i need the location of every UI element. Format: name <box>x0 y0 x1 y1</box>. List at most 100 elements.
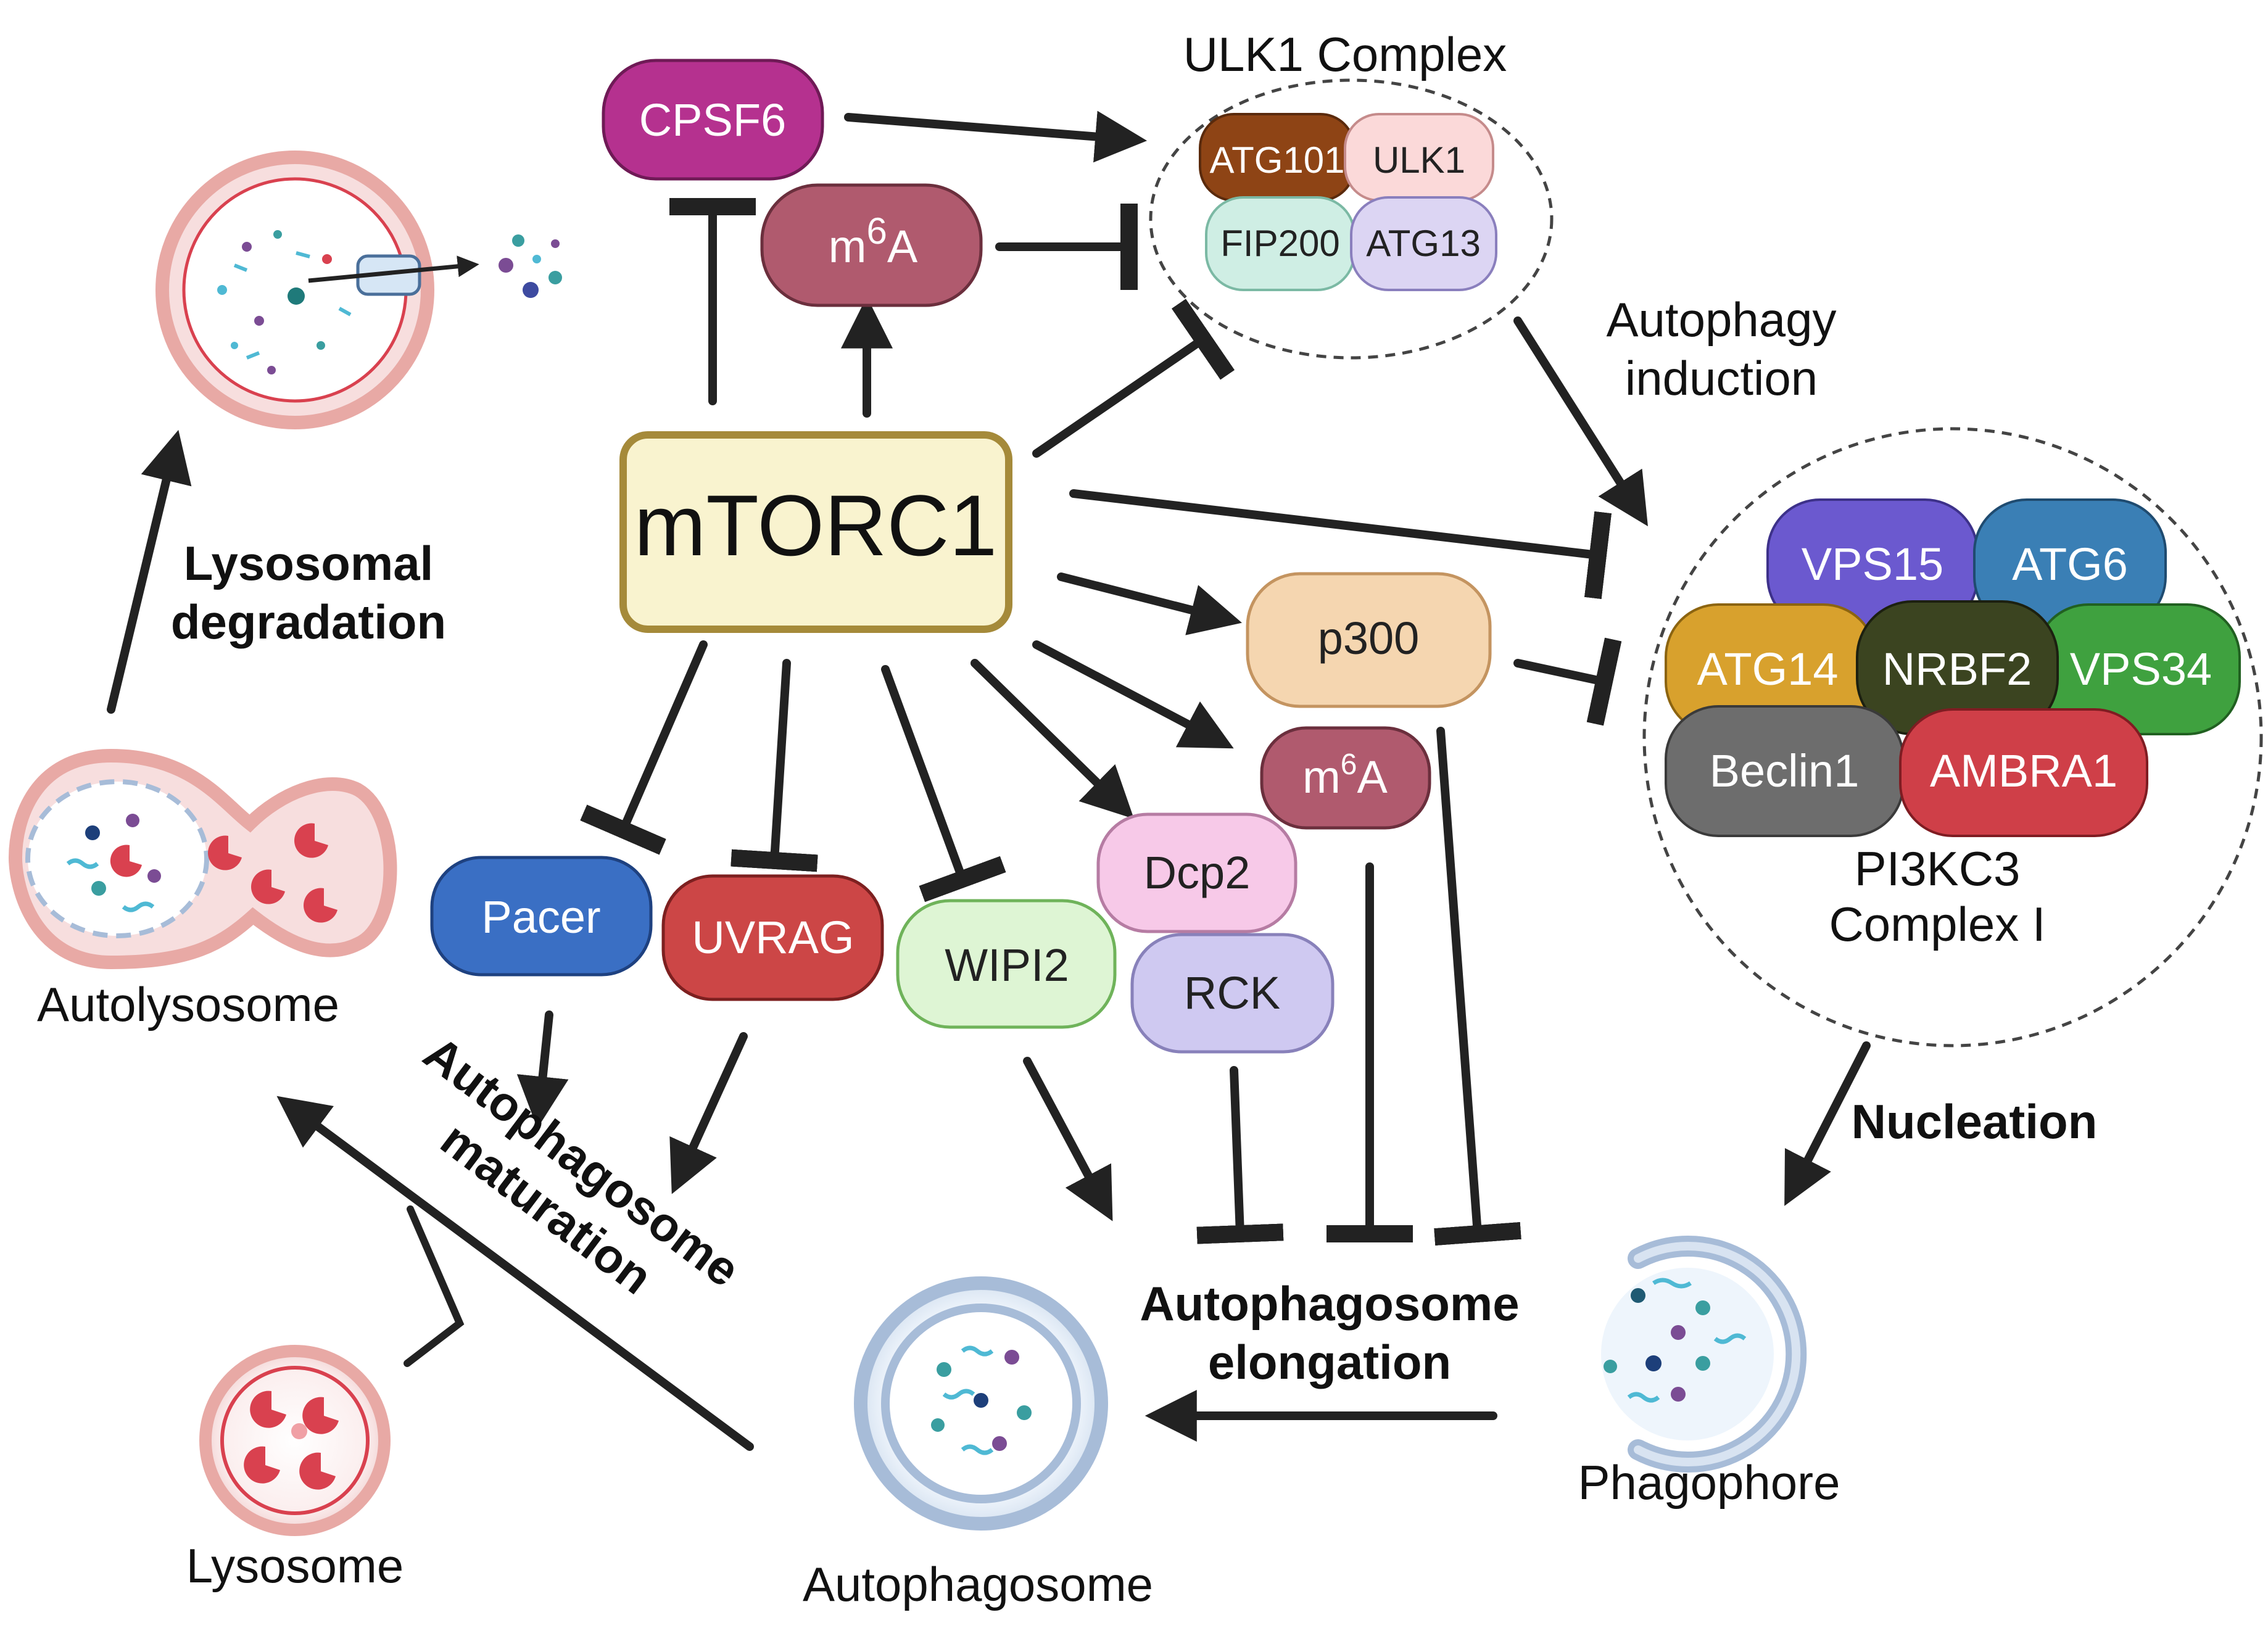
degrading-lysosome <box>155 151 562 429</box>
edge-mtorc1-to-dcp2 <box>971 659 1135 819</box>
cargo-strand <box>961 1345 994 1357</box>
pi3kc3-member-label-atg6: ATG6 <box>2012 539 2128 590</box>
dcp2-label: Dcp2 <box>1144 847 1251 898</box>
edge-mtorc1-inhibits-uvrag <box>730 659 818 872</box>
m6a-top-pill <box>760 183 983 307</box>
efflux-arrow <box>308 255 479 283</box>
pi3kc3-member-label-vps34: VPS34 <box>2070 643 2212 695</box>
cpsf6-label: CPSF6 <box>639 94 787 146</box>
edge-wipi2-to-elongation <box>1023 1057 1113 1221</box>
cargo-dot <box>1604 1360 1617 1373</box>
cargo-dot <box>1671 1387 1686 1402</box>
cargo-dot <box>1631 1288 1645 1303</box>
ulk1-member-label-atg101: ATG101 <box>1210 139 1345 181</box>
m6a-mid-node: m6A <box>1260 726 1431 830</box>
cargo-dot <box>91 881 106 896</box>
autolysosome: Autolysosome <box>8 748 397 1031</box>
nucleation-label: Nucleation <box>1852 1094 2098 1149</box>
m6a-mid-label: m6A <box>1302 748 1388 803</box>
fragment-strand <box>233 263 248 272</box>
cargo-strand <box>1713 1333 1747 1344</box>
phagophore-membrane-inner <box>1634 1242 1801 1466</box>
cargo-dot <box>937 1362 951 1377</box>
autophagosome: Autophagosome <box>803 1276 1153 1611</box>
edge-ulk1-to-pi3kc3 <box>1513 316 1648 527</box>
dcp2-pill <box>1096 812 1297 933</box>
edge-autolysosome-to-degradation <box>107 429 192 714</box>
p300-node: p300 <box>1246 572 1492 708</box>
m6a-mid-rest: A <box>1357 751 1388 803</box>
cpsf6-node: CPSF6 <box>602 59 824 181</box>
cargo-dot <box>1017 1405 1032 1420</box>
autophagy-induction-line1: Autophagy <box>1607 292 1837 347</box>
edge-mtorc1-inhibits-ulk1 <box>1032 299 1235 458</box>
fragment <box>231 342 238 349</box>
rck-pill <box>1130 933 1335 1054</box>
phagophore: Phagophore <box>1578 1236 1840 1510</box>
edge-pacer-to-maturation <box>516 1010 569 1128</box>
m6a-top-label: m6A <box>829 210 918 272</box>
lysosome-membrane <box>199 1345 391 1536</box>
maturation-label: Autophagosome maturation <box>414 1025 750 1305</box>
pacer-label: Pacer <box>481 891 600 943</box>
enzyme-glyph <box>304 888 337 923</box>
elongation-label-line1: Autophagosome <box>1140 1276 1519 1331</box>
metabolite <box>512 234 524 247</box>
edge-pi3kc3-to-phagophore <box>1784 1041 1871 1206</box>
phagophore-label: Phagophore <box>1578 1455 1840 1510</box>
m6a-mid-base: m <box>1302 751 1341 803</box>
fragment <box>273 230 282 239</box>
ulk1-member-label-fip200: FIP200 <box>1220 223 1339 264</box>
ulk1-complex-label: ULK1 Complex <box>1183 27 1507 81</box>
fragment <box>317 341 325 350</box>
cargo-dot <box>1695 1356 1710 1371</box>
pacer-node: Pacer <box>430 856 653 977</box>
pi3kc3-complex-label-line1: PI3KC3 <box>1855 841 2021 896</box>
wipi2-node: WIPI2 <box>896 899 1117 1029</box>
pi3kc3-member-label-beclin1: Beclin1 <box>1710 745 1860 796</box>
metabolite <box>532 255 541 263</box>
lysosome-enzymes <box>244 1390 339 1490</box>
m6a-mid-sup: 6 <box>1341 748 1357 781</box>
pi3kc3-member-label-nrbf2: NRBF2 <box>1882 643 2032 695</box>
edge-autophagosome-to-autolysosome <box>276 1096 754 1451</box>
metabolite <box>548 271 562 284</box>
enzyme-glyph <box>250 1390 286 1428</box>
pi3kc3-complex: VPS15 ATG6 ATG14 NRBF2 VPS34 Beclin1 AMB… <box>1642 427 2263 1047</box>
lysosomal-degradation-line2: degradation <box>171 595 446 649</box>
m6a-mid-pill <box>1260 726 1431 830</box>
mtorc1-node: mTORC1 <box>619 431 1012 633</box>
enzyme-small <box>291 1423 307 1439</box>
released-metabolites <box>499 234 562 298</box>
fragment <box>322 254 332 264</box>
edge-mtorc1-to-m6a-mid <box>1032 640 1234 749</box>
uvrag-label: UVRAG <box>692 912 854 963</box>
cargo-dot <box>1671 1325 1686 1340</box>
cargo-strand <box>1652 1278 1692 1289</box>
degradation-fragments <box>217 230 352 374</box>
edge-mtorc1-inhibits-pi3kc3 <box>1069 489 1612 600</box>
metabolite <box>499 258 513 273</box>
pi3kc3-member-label-ambra1: AMBRA1 <box>1930 745 2117 796</box>
enzyme-glyph <box>302 1397 339 1434</box>
fragment-strand <box>338 307 352 316</box>
enzyme-glyph <box>208 835 242 870</box>
lysosome: Lysosome <box>186 1345 404 1593</box>
fragment <box>267 366 276 374</box>
cargo-strand <box>122 901 155 912</box>
pi3kc3-member-ambra1 <box>1899 708 2148 837</box>
rck-label: RCK <box>1184 967 1280 1019</box>
cargo-dot <box>85 825 100 840</box>
cargo-dot <box>147 869 161 883</box>
m6a-top-rest: A <box>887 221 918 272</box>
enzyme-glyph <box>251 869 285 904</box>
metabolite <box>523 282 539 298</box>
uvrag-pill <box>661 874 884 1001</box>
rck-node: RCK <box>1130 933 1335 1054</box>
uvrag-node: UVRAG <box>661 874 884 1001</box>
edge-cpsf6-to-ulk1 <box>844 110 1148 163</box>
wipi2-label: WIPI2 <box>945 940 1069 991</box>
autolysosome-contents <box>66 814 337 923</box>
pi3kc3-complex-boundary <box>1642 427 2263 1047</box>
